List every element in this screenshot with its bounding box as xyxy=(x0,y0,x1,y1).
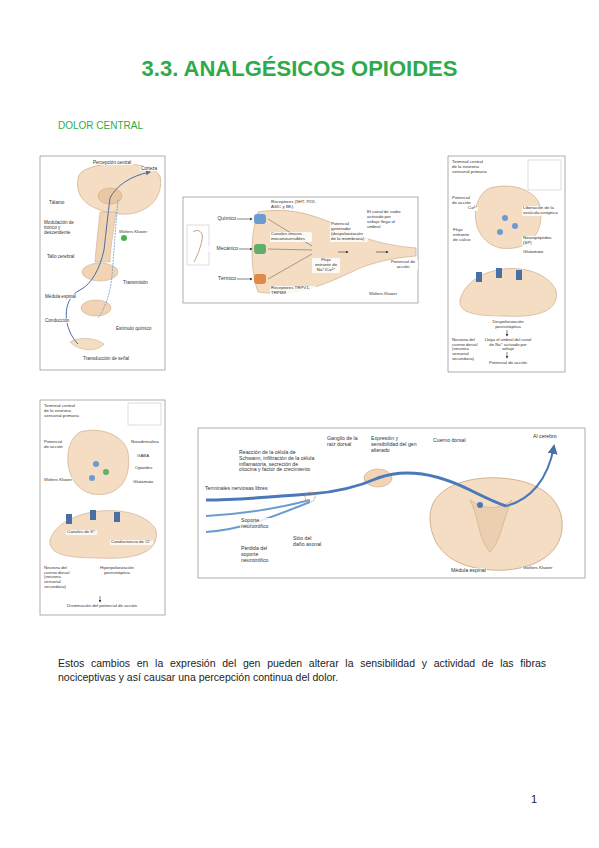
figure-label: Tálamo xyxy=(48,200,65,205)
figure-label: Cuerno dorsal xyxy=(432,438,467,444)
figure-label: GABA xyxy=(136,454,150,459)
figure-label: Térmico xyxy=(205,276,237,282)
figure-label: Hiperpolarización postsináptica xyxy=(96,566,138,576)
figure-label: Potencial de acción xyxy=(43,440,67,450)
figure-label: Wolters Kluwer xyxy=(368,292,398,297)
figure-label: Percepción central xyxy=(92,160,134,165)
figure-label: Mecánico xyxy=(203,246,239,252)
nerve-injury-figure xyxy=(198,428,585,578)
figure-label: Químico xyxy=(205,216,237,222)
inhibition-figure xyxy=(40,400,165,615)
figure-label: Corteza xyxy=(140,166,158,171)
figure-label: Transmisión xyxy=(122,280,149,285)
figure-label: Liberación de la vesícula sináptica xyxy=(522,206,560,216)
figure-label: Conductancia de Cl⁻ xyxy=(110,540,153,545)
figure-label: Opioides xyxy=(134,466,153,471)
figure-label: Pérdida del soporte neurotrófico xyxy=(240,546,286,563)
figure-label: Wolters Kluwer xyxy=(43,478,73,483)
figure-label: Estímulo químico xyxy=(115,326,157,331)
figure-label: Terminales nerviosas libres xyxy=(204,486,269,492)
figure-label: Canales iónicos mecanosensibles xyxy=(270,232,312,242)
figure-label: Disminución del potencial de acción xyxy=(66,604,138,609)
page-title: 3.3. ANALGÉSICOS OPIOIDES xyxy=(0,56,599,82)
figure-label: Modulación de tronco y descendente xyxy=(43,220,85,235)
figure-label: Canales de K⁺ xyxy=(66,530,97,535)
figure-label: Expresión y sensibilidad del gen alterad… xyxy=(370,436,422,453)
figure-label: Reacción de la célula de Schwann, infilt… xyxy=(238,450,318,473)
figure-label: Potencial generador (despolarización de … xyxy=(330,222,368,242)
figure-label: Receptores TRPV1, TRPM8 xyxy=(270,286,316,296)
section-heading: DOLOR CENTRAL xyxy=(58,120,143,131)
figure-label: Noradrenalina xyxy=(130,440,160,445)
figure-label: Flujo entrante de Na⁺/Ca²⁺ xyxy=(312,258,340,273)
figure-label: Médula espinal xyxy=(44,294,77,299)
figure-label: Wolters Kluwer xyxy=(118,230,148,235)
figure-label: Wolters Kluwer xyxy=(522,566,553,571)
figure-label: Neurona del cuerno dorsal (neurona senso… xyxy=(43,566,79,590)
pain-pathway-figure xyxy=(40,156,165,370)
figure-label: Potencial de acción xyxy=(482,361,534,366)
figure-label: Ganglio de la raíz dorsal xyxy=(326,436,368,448)
figure-label: Soporte neurotrófico xyxy=(240,518,282,530)
figure-label: Médula espinal xyxy=(450,568,487,574)
figure-label: Tallo cerebral xyxy=(46,254,78,259)
figure-label: Transducción de señal xyxy=(82,356,130,361)
body-text: 1 xyxy=(531,792,537,807)
figure-label: Neuropéptidos (SP) xyxy=(522,236,562,246)
figure-label: Sitio del daño axonal xyxy=(292,536,324,548)
figure-label: Flujo entrante de calcio xyxy=(452,228,474,243)
figure-label: Conducción xyxy=(44,318,70,323)
figure-label: Ca²⁺ xyxy=(467,206,478,211)
figure-label: Receptores (5HT, P2X, ASIC y BK) xyxy=(270,200,322,210)
transduction-figure xyxy=(183,197,418,303)
figure-label: Despolarización postsináptica xyxy=(480,320,536,330)
figure-label: Al cerebro xyxy=(532,434,558,440)
figure-label: Potencial de acción xyxy=(451,196,475,206)
figure-label: Glutamato xyxy=(522,250,544,255)
figure-label: El canal de sodio activado por voltaje l… xyxy=(366,210,404,230)
figure-label: Glutamato xyxy=(132,480,154,485)
figure-label: Terminal central de la neurona sensorial… xyxy=(451,160,489,175)
synapse-figure xyxy=(448,156,565,372)
figure-label: Neurona del cuerno dorsal (neurona senso… xyxy=(451,338,483,362)
figure-label: Terminal central de la neurona sensorial… xyxy=(43,404,81,419)
figure-label: Llega el umbral del canal de Na⁺ activad… xyxy=(482,338,534,352)
figure-label: Potencial de acción xyxy=(388,260,418,270)
body-text: Estos cambios en la expresión del gen pu… xyxy=(58,656,546,684)
